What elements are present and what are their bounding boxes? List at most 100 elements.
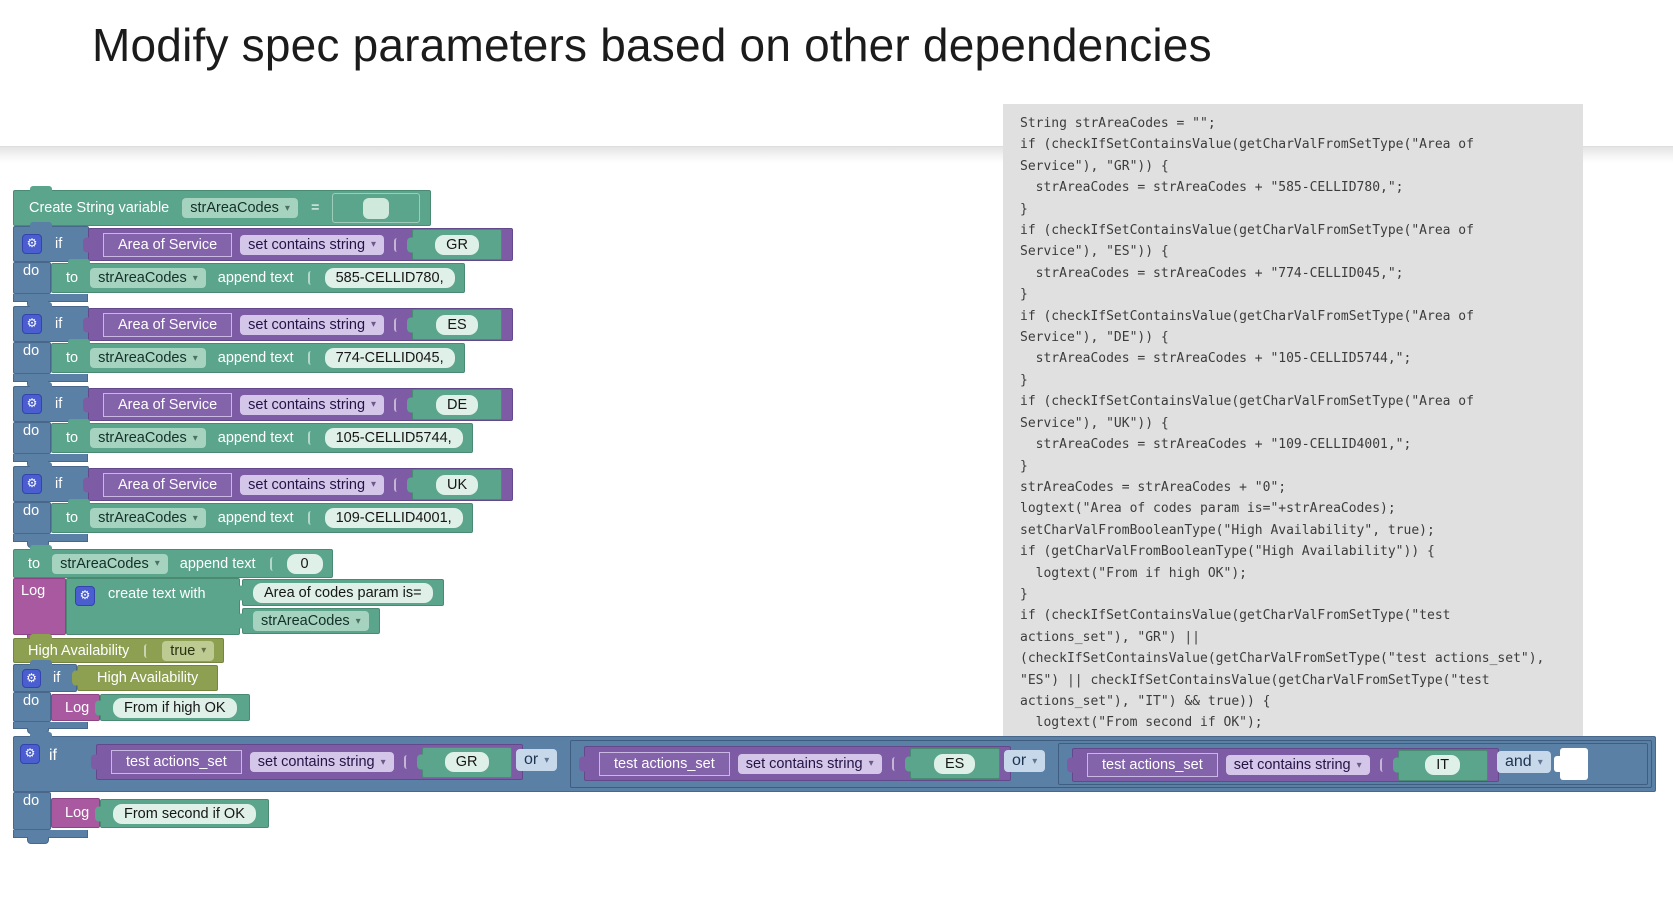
value-block[interactable]: UK [407,469,503,500]
variable-dropdown[interactable]: strAreaCodes [253,611,369,631]
value-field[interactable]: ES [933,753,976,774]
if-block-es-head[interactable]: if [13,302,89,342]
log-text-block[interactable]: From if high OK [95,694,250,721]
block-plug [407,477,415,492]
statement-append-gr[interactable]: to strAreaCodes append text 585-CELLID78… [51,259,465,293]
if-block-ha-spine[interactable]: do [13,692,51,722]
value-block[interactable]: GR [407,229,503,260]
if-block-uk-head[interactable]: if [13,462,89,502]
subject-box[interactable]: Area of Service [103,232,233,257]
log-text-block[interactable]: From second if OK [95,799,269,828]
condition-block-test-gr[interactable]: test actions_set set contains string GR [91,744,523,780]
variable-get-block[interactable]: strAreaCodes [237,608,380,634]
text-field[interactable]: Area of codes param is= [253,582,433,603]
gear-icon[interactable] [22,234,42,254]
operator-dropdown[interactable]: set contains string [240,394,385,415]
subject-box[interactable]: Area of Service [103,312,233,337]
if-block-uk-spine[interactable]: do [13,502,51,534]
ha-condition-block[interactable]: High Availability [72,665,219,691]
if-block-es-spine[interactable]: do [13,342,51,374]
variable-dropdown[interactable]: strAreaCodes [90,348,206,368]
block-create-variable[interactable]: Create String variable strAreaCodes = [13,186,432,226]
gear-icon[interactable] [22,314,42,334]
create-text-block[interactable]: create text with [66,578,240,635]
value-field[interactable]: DE [435,394,479,415]
variable-dropdown[interactable]: strAreaCodes [182,198,298,218]
gear-icon[interactable] [22,394,42,414]
value-block[interactable]: ES [904,748,1000,779]
statement-append-es[interactable]: to strAreaCodes append text 774-CELLID04… [51,339,465,373]
variable-dropdown[interactable]: strAreaCodes [90,508,206,528]
to-label: to [66,430,79,446]
append-text-field[interactable]: 109-CELLID4001, [324,508,463,528]
operator-dropdown[interactable]: set contains string [240,314,385,335]
empty-string-field[interactable] [363,197,390,219]
value-socket[interactable] [332,193,421,223]
operator-dropdown[interactable]: set contains string [240,234,385,255]
block-plug [237,585,244,600]
value-field[interactable]: UK [435,474,479,495]
log-block[interactable]: Log [13,578,66,635]
text-arg-block[interactable]: Area of codes param is= [237,579,444,606]
to-label: to [66,270,79,286]
empty-condition-socket[interactable] [1554,748,1588,780]
condition-block-test-it[interactable]: test actions_set set contains string IT [1067,748,1499,782]
operator-dropdown[interactable]: set contains string [1225,755,1370,775]
condition-block-uk[interactable]: Area of Service set contains string UK [83,468,514,501]
condition-block-gr[interactable]: Area of Service set contains string GR [83,228,514,261]
if-block-ha-head[interactable]: if [13,660,77,692]
text-field[interactable]: From if high OK [113,697,237,718]
subject-box[interactable]: Area of Service [103,472,233,497]
append-text-field[interactable]: 105-CELLID5744, [324,428,463,448]
value-block[interactable]: DE [407,389,503,420]
condition-block-de[interactable]: Area of Service set contains string DE [83,388,514,421]
subject-box[interactable]: Area of Service [103,392,233,417]
block-plug [237,613,244,629]
value-field[interactable]: ES [436,314,478,335]
do-label: do [23,693,40,709]
operator-dropdown[interactable]: set contains string [240,474,385,495]
subject-box[interactable]: test actions_set [111,750,242,774]
append-text-field[interactable]: 585-CELLID780, [324,268,455,288]
append-text-field[interactable]: 774-CELLID045, [324,348,455,368]
true-dropdown[interactable]: true [162,640,215,661]
set-high-availability-block[interactable]: High Availability true [13,634,225,663]
log-block[interactable]: Log [51,694,100,721]
subject-box[interactable]: test actions_set [1087,753,1218,777]
append-text-field[interactable]: 0 [286,553,323,574]
block-plug [83,237,90,252]
gear-icon[interactable] [22,474,42,494]
statement-append-de[interactable]: to strAreaCodes append text 105-CELLID57… [51,419,473,453]
variable-dropdown[interactable]: strAreaCodes [90,268,206,288]
or-dropdown[interactable]: or [1004,750,1046,772]
gear-icon[interactable] [75,586,95,606]
if-block-gr-spine[interactable]: do [13,262,51,294]
gear-icon[interactable] [20,744,40,764]
operator-dropdown[interactable]: set contains string [737,753,882,774]
condition-block-es[interactable]: Area of Service set contains string ES [83,308,514,341]
if-block-de-head[interactable]: if [13,382,89,422]
page-title: Modify spec parameters based on other de… [92,19,1212,71]
big-if-spine[interactable]: do [13,792,51,830]
value-field[interactable]: IT [1425,755,1461,775]
block-plug [1067,757,1074,773]
gear-icon[interactable] [22,668,41,688]
if-block-de-spine[interactable]: do [13,422,51,454]
statement-append-uk[interactable]: to strAreaCodes append text 109-CELLID40… [51,499,473,533]
value-field[interactable]: GR [444,752,489,772]
value-block[interactable]: IT [1392,749,1488,781]
operator-dropdown[interactable]: set contains string [249,752,394,772]
or-dropdown[interactable]: or [516,749,558,771]
value-block[interactable]: ES [407,309,503,340]
text-field[interactable]: From second if OK [113,803,256,824]
value-block[interactable]: GR [416,746,512,778]
variable-dropdown[interactable]: strAreaCodes [52,553,168,574]
subject-box[interactable]: test actions_set [599,751,730,776]
log-block[interactable]: Log [51,798,100,828]
variable-dropdown[interactable]: strAreaCodes [90,428,206,448]
condition-block-test-es[interactable]: test actions_set set contains string ES [579,746,1011,781]
value-field[interactable]: GR [435,234,479,255]
append-label: append text [217,350,294,366]
and-dropdown[interactable]: and [1497,751,1551,773]
statement-append-zero[interactable]: to strAreaCodes append text 0 [13,545,333,578]
